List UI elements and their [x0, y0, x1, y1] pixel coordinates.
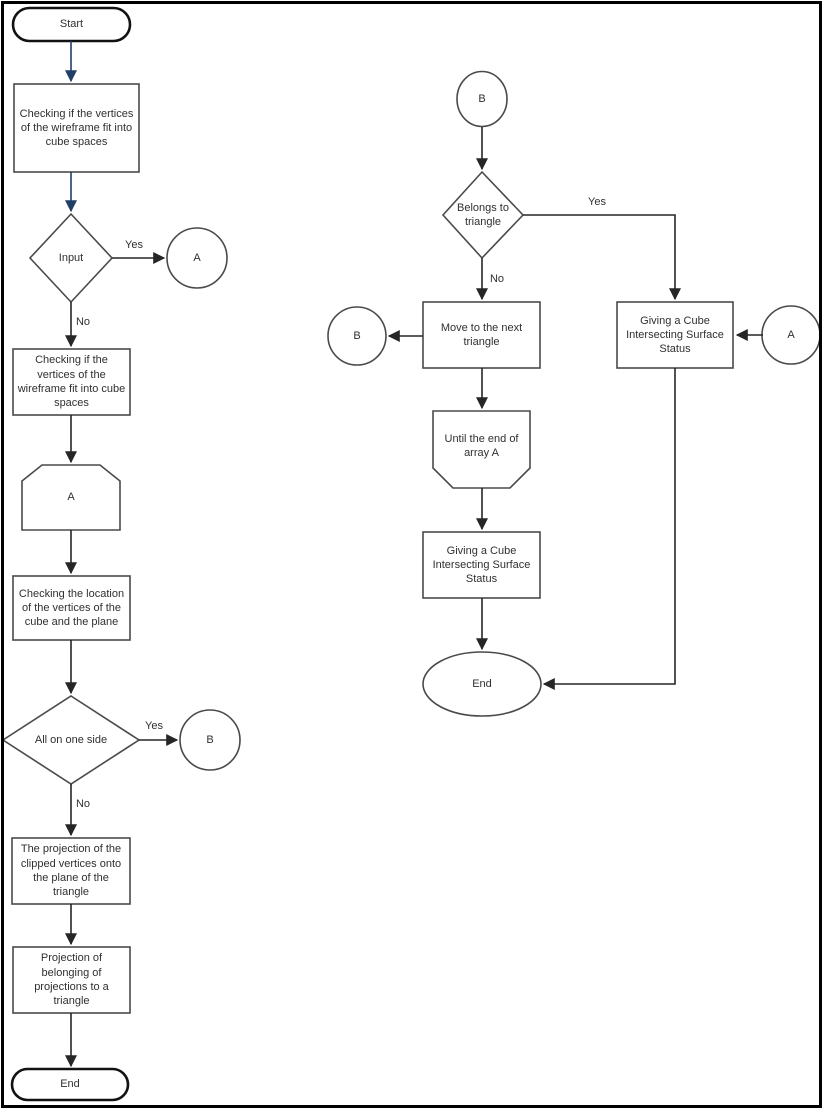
process-check-vertices-1-shape	[13, 83, 140, 173]
process-check-vertices-2-shape	[12, 348, 131, 416]
connector-b-top-label: B	[478, 92, 486, 105]
process-move-next-label: Move to the next triangle	[440, 321, 523, 348]
decision-all-on-one-side-label: All on one side	[34, 733, 108, 746]
process-giving-status-center-label: Giving a Cube Intersecting Surface Statu…	[432, 544, 531, 586]
process-projection-belonging-label: Projection of belonging of projections t…	[34, 952, 109, 1008]
connector-b-left-label: B	[353, 329, 361, 342]
end-left-terminator-shape	[10, 1067, 130, 1102]
process-check-location-shape	[12, 575, 131, 641]
loop-limit-a-shape	[21, 464, 121, 531]
edge-label-belongs-yes: Yes	[588, 196, 606, 208]
arrow-giving-right-to-end	[542, 368, 676, 690]
process-move-next-shape	[422, 301, 541, 369]
edge-label-side-yes: Yes	[145, 720, 163, 732]
connector-b-shape	[179, 709, 241, 771]
process-giving-status-center-shape	[422, 531, 541, 599]
connector-b-left-shape	[327, 306, 387, 366]
edge-label-belongs-no: No	[489, 273, 505, 285]
process-projection-belonging-shape	[12, 946, 131, 1014]
process-check-vertices-2-label: Checking if the vertices of the wirefram…	[17, 354, 126, 410]
connector-a-label: A	[193, 251, 201, 264]
process-projection-clipped-shape	[11, 837, 131, 905]
end-left-label: End	[60, 1078, 80, 1091]
arrow-belongs-yes-to-giving-right	[523, 214, 681, 301]
edge-label-input-yes: Yes	[125, 239, 143, 251]
loop-limit-a-label: A	[67, 491, 75, 504]
start-label: Start	[59, 18, 84, 31]
decision-belongs-triangle-label: Belongs to triangle	[457, 201, 509, 228]
connector-b-label: B	[206, 733, 214, 746]
process-check-location-label: Checking the location of the vertices of…	[18, 587, 125, 629]
connector-a-right-label: A	[787, 328, 795, 341]
connector-a-shape	[166, 227, 228, 289]
loop-limit-until-end-label: Until the end of array A	[444, 432, 519, 459]
process-check-vertices-1-label: Checking if the vertices of the wirefram…	[19, 107, 134, 149]
end-right-terminator-shape	[422, 651, 542, 717]
edge-label-side-no: No	[75, 798, 91, 810]
decision-input-label: Input	[58, 251, 84, 264]
process-projection-clipped-label: The projection of the clipped vertices o…	[20, 843, 122, 899]
edge-label-input-no: No	[75, 316, 91, 328]
end-right-label: End	[472, 677, 492, 690]
connector-b-top-shape	[456, 70, 508, 128]
process-giving-status-right-label: Giving a Cube Intersecting Surface Statu…	[626, 314, 724, 356]
loop-limit-until-end-shape	[432, 410, 531, 489]
